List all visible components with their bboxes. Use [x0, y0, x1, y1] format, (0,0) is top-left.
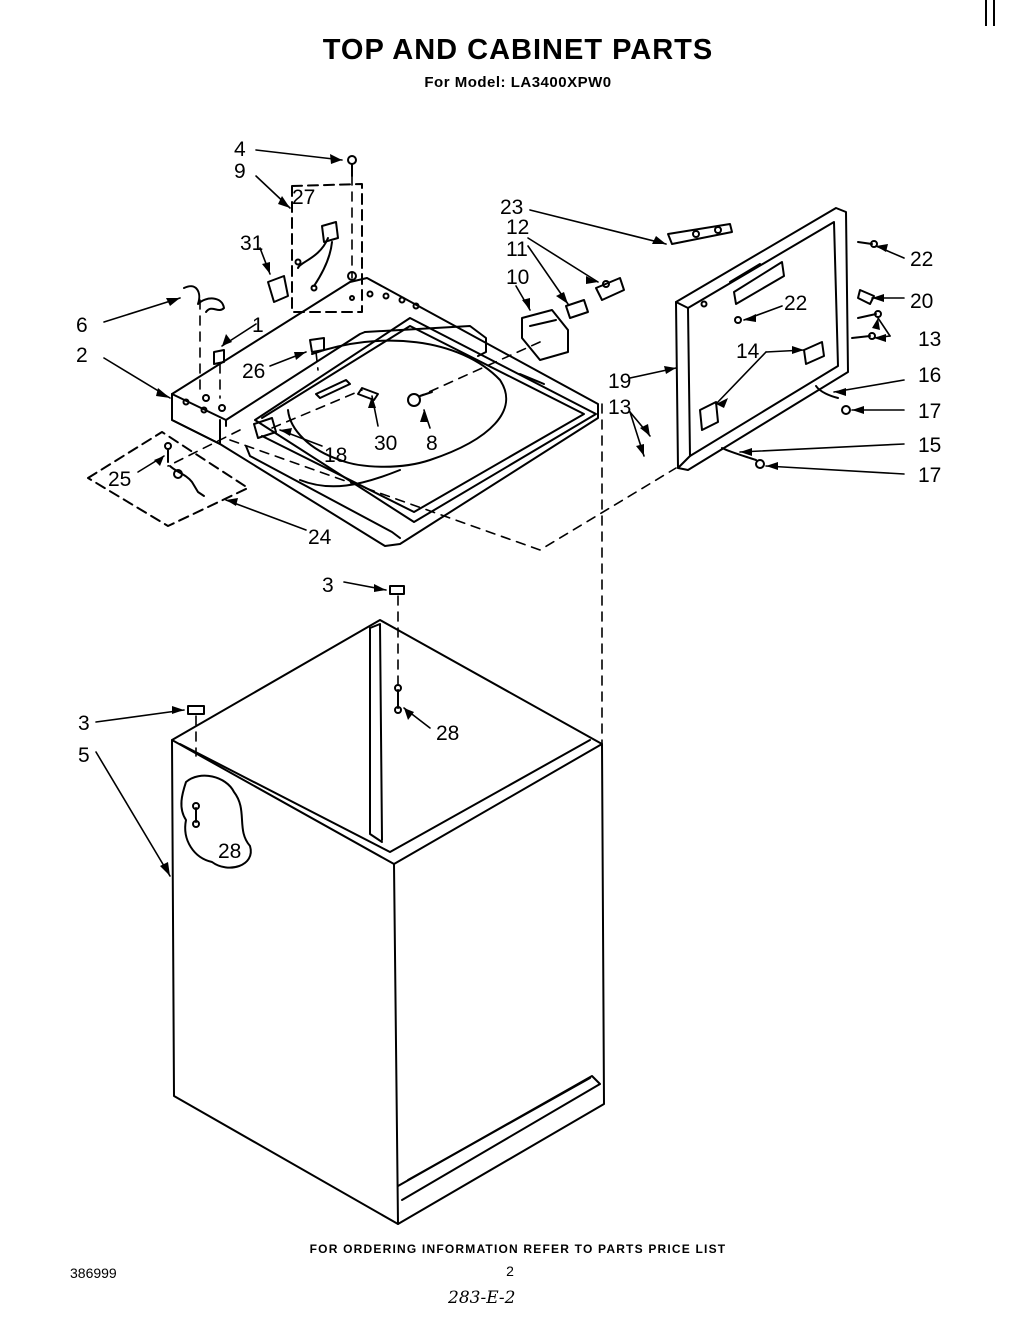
callout-15: 15	[918, 434, 941, 457]
callout-28-cutaway: 28	[218, 840, 241, 863]
callout-2: 2	[76, 344, 88, 367]
callout-13-left: 13	[608, 396, 631, 419]
callout-25: 25	[108, 468, 131, 491]
callout-12: 12	[506, 216, 529, 239]
handwritten-code: 283-E-2	[448, 1288, 516, 1308]
alignment-lines	[167, 175, 677, 757]
callout-24: 24	[308, 526, 332, 549]
callout-1: 1	[252, 314, 264, 337]
callout-5: 5	[78, 744, 90, 767]
page-title: TOP AND CABINET PARTS	[322, 34, 714, 66]
callout-19: 19	[608, 370, 631, 393]
scan-edge-mark	[985, 0, 995, 26]
callout-17-upper: 17	[918, 400, 941, 423]
lid-assembly	[667, 207, 882, 471]
callout-30: 30	[374, 432, 397, 455]
callout-20: 20	[910, 290, 933, 313]
callout-28-cabinet: 28	[436, 722, 459, 745]
document-number: 386999	[70, 1265, 117, 1281]
callout-3-lower: 3	[78, 712, 90, 735]
page-number: 2	[506, 1263, 514, 1279]
callout-labels: 4 9 27 31 6 1 2 26 18 30 8 10 11 12 23 2…	[76, 138, 941, 863]
callout-26: 26	[242, 360, 265, 383]
callout-9: 9	[234, 160, 246, 183]
callout-23: 23	[500, 196, 523, 219]
callout-16: 16	[918, 364, 941, 387]
callout-4: 4	[234, 138, 246, 161]
callout-31: 31	[240, 232, 263, 255]
callout-27: 27	[292, 186, 315, 209]
callout-10: 10	[506, 266, 529, 289]
leader-arrowheads	[154, 154, 888, 876]
callout-17-lower: 17	[918, 464, 941, 487]
model-subtitle: For Model: LA3400XPW0	[424, 74, 612, 91]
callout-22-top: 22	[910, 248, 933, 271]
callout-8: 8	[426, 432, 438, 455]
callout-22-inner: 22	[784, 292, 807, 315]
leader-lines	[95, 149, 905, 877]
washer-top-panel	[171, 277, 599, 547]
callout-6: 6	[76, 314, 88, 337]
washer-cabinet	[171, 585, 605, 1225]
callout-13-right: 13	[918, 328, 941, 351]
callout-18: 18	[324, 444, 347, 467]
callout-3-upper: 3	[322, 574, 334, 597]
callout-11: 11	[506, 238, 528, 261]
switch-and-hardware	[87, 155, 625, 527]
callout-14: 14	[736, 340, 760, 363]
ordering-note: FOR ORDERING INFORMATION REFER TO PARTS …	[309, 1242, 727, 1256]
